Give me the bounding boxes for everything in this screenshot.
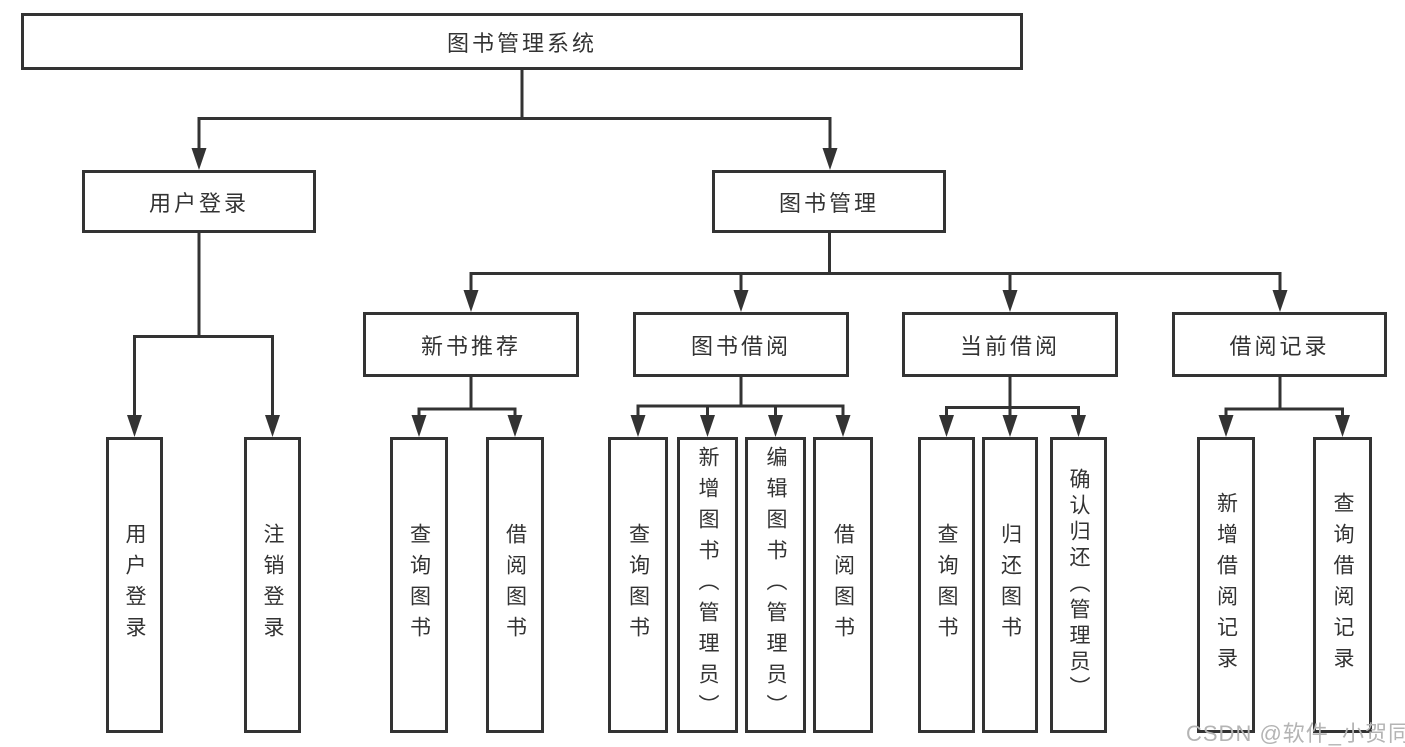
leaf-cb-confirm-return-admin-label: 确认归还（管理员） [1067,468,1090,702]
node-current-borrow-label: 当前借阅 [959,333,1060,359]
leaf-cb-query-books-label: 查询图书 [935,523,958,647]
node-book-management-label: 图书管理 [778,190,879,216]
leaf-nb-borrow-books: 借阅图书 [486,437,544,733]
node-new-book-recommend: 新书推荐 [363,312,579,377]
leaf-cb-return-books-label: 归还图书 [998,523,1022,647]
leaf-bb-borrow-books: 借阅图书 [813,437,873,733]
leaf-user-login-label: 用户登录 [123,523,146,647]
node-user-login-label: 用户登录 [148,190,249,216]
node-current-borrow: 当前借阅 [902,312,1118,377]
csdn-watermark: CSDN @软件_小贺同学 [1186,721,1405,746]
leaf-br-query-record-label: 查询借阅记录 [1331,492,1354,678]
node-borrow-records-label: 借阅记录 [1229,333,1330,359]
leaf-br-add-record-label: 新增借阅记录 [1214,492,1238,678]
leaf-bb-add-books-admin: 新增图书（管理员） [677,437,738,733]
leaf-nb-query-books: 查询图书 [390,437,448,733]
leaf-br-add-record: 新增借阅记录 [1197,437,1255,733]
tree-edges [133,68,1344,419]
leaf-cb-query-books: 查询图书 [918,437,975,733]
leaf-logout-label: 注销登录 [261,523,284,647]
leaf-nb-borrow-books-label: 借阅图书 [503,523,527,647]
leaf-bb-edit-books-admin-label: 编辑图书（管理员） [764,445,787,725]
leaf-bb-add-books-admin-label: 新增图书（管理员） [696,445,719,725]
leaf-bb-query-books: 查询图书 [608,437,668,733]
node-root-label: 图书管理系统 [446,30,597,56]
node-user-login: 用户登录 [82,170,316,233]
leaf-bb-edit-books-admin: 编辑图书（管理员） [745,437,806,733]
node-new-book-recommend-label: 新书推荐 [420,333,521,359]
node-book-management: 图书管理 [712,170,946,233]
leaf-cb-return-books: 归还图书 [982,437,1038,733]
leaf-nb-query-books-label: 查询图书 [407,523,431,647]
leaf-bb-query-books-label: 查询图书 [626,523,650,647]
leaf-br-query-record: 查询借阅记录 [1313,437,1372,733]
node-borrow-records: 借阅记录 [1172,312,1387,377]
node-book-borrow-label: 图书借阅 [690,333,791,359]
leaf-cb-confirm-return-admin: 确认归还（管理员） [1050,437,1107,733]
leaf-logout: 注销登录 [244,437,301,733]
arrowheads [127,148,1350,437]
node-root: 图书管理系统 [21,13,1023,70]
leaf-bb-borrow-books-label: 借阅图书 [831,523,855,647]
leaf-user-login: 用户登录 [106,437,163,733]
node-book-borrow: 图书借阅 [633,312,849,377]
